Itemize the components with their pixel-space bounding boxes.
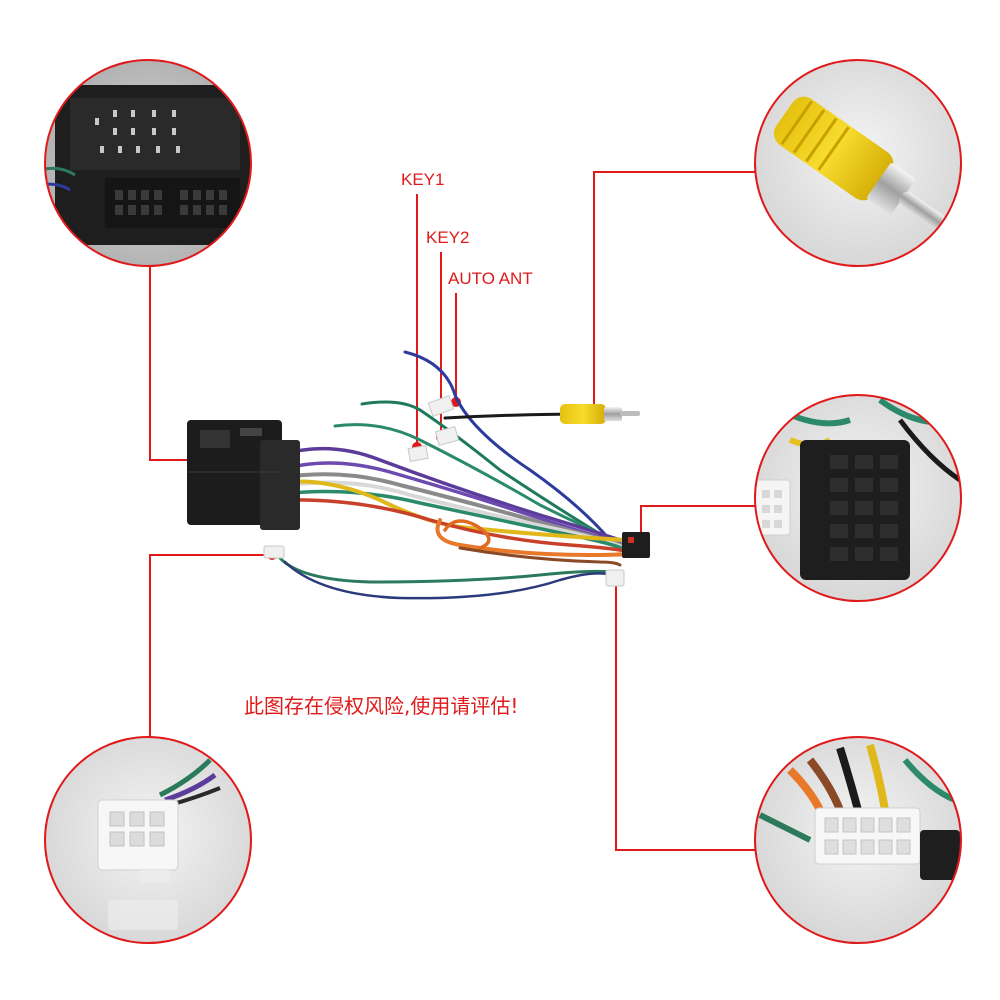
copyright-warning-text: 此图存在侵权风险,使用请评估! <box>244 694 519 718</box>
wire-purple-1 <box>278 446 622 542</box>
wire-blue-bottom <box>283 560 614 600</box>
wire-green-key2 <box>333 423 617 542</box>
wire-green-bottom <box>278 556 612 584</box>
wire-brown <box>458 546 622 567</box>
wire-orange-loop <box>435 518 628 558</box>
pointer-line-iso <box>640 505 755 541</box>
main-connector <box>187 420 300 530</box>
label-auto-ant: AUTO ANT <box>448 269 533 288</box>
inset-rca-plug-closeup <box>754 59 962 267</box>
inset-small-white-connector-closeup <box>44 736 252 944</box>
wire-tags <box>263 395 625 587</box>
pointer-lines <box>149 171 755 851</box>
label-key1: KEY1 <box>401 170 445 189</box>
inset-iso-connector-closeup <box>754 394 962 602</box>
tag-white-multi <box>605 569 625 587</box>
label-key2: KEY2 <box>426 228 470 247</box>
wire-bundle <box>278 350 628 600</box>
pointer-line-rca <box>593 171 755 412</box>
wire-green-key1 <box>360 400 612 542</box>
wire-orange-loop-2 <box>443 519 491 550</box>
pointer-line-small-white <box>149 554 272 737</box>
inset-main-connector-closeup <box>44 59 252 267</box>
tag-key2 <box>434 426 460 446</box>
harness-end-connector <box>622 532 650 558</box>
wire-red <box>280 498 628 553</box>
inset-white-multi-connector-closeup <box>754 736 962 944</box>
tag-small-white <box>263 545 285 559</box>
tag-auto-ant <box>427 395 455 417</box>
wire-blue-antenna <box>403 350 612 542</box>
tag-key1 <box>407 444 429 463</box>
pointer-line-white-multi <box>615 578 755 851</box>
rca-plug <box>560 404 640 424</box>
